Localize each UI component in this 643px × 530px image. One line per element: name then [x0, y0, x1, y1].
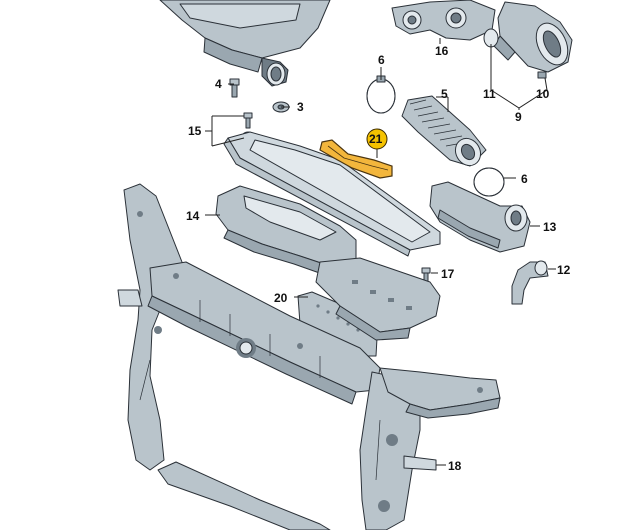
- callout-14: 14: [186, 209, 200, 223]
- bolt-4[interactable]: [229, 78, 240, 98]
- callout-5: 5: [441, 87, 448, 101]
- hose-12[interactable]: [511, 260, 549, 305]
- air-duct-13[interactable]: [429, 181, 531, 253]
- callout-13: 13: [543, 220, 557, 234]
- air-filter-housing[interactable]: [159, 0, 331, 87]
- lock-carrier-18[interactable]: [117, 183, 501, 530]
- callout-9: 9: [515, 110, 522, 124]
- intake-pipe-9[interactable]: [493, 1, 574, 73]
- hose-clamp-6-upper[interactable]: [366, 75, 396, 114]
- callout-10: 10: [536, 87, 550, 101]
- bolt-15-a[interactable]: [243, 112, 253, 129]
- callout-12: 12: [557, 263, 571, 277]
- air-guide-cover[interactable]: [223, 131, 441, 257]
- air-intake-duct-14[interactable]: [215, 185, 357, 277]
- callout-labels: 4 3 6 5 16 11 10 9 15 6 14 13 12 17 20 1…: [186, 44, 571, 473]
- callout-18: 18: [448, 459, 462, 473]
- lower-air-guide[interactable]: [315, 257, 441, 341]
- bolt-17[interactable]: [421, 267, 431, 284]
- callout-4: 4: [215, 77, 222, 91]
- callout-17: 17: [441, 267, 455, 281]
- callout-6-upper: 6: [378, 53, 385, 67]
- callout-21: 21: [369, 132, 383, 146]
- hose-clamp-6-lower[interactable]: [473, 167, 505, 197]
- clip-10[interactable]: [537, 71, 547, 79]
- corrugated-hose-5[interactable]: [401, 95, 487, 170]
- callout-20: 20: [274, 291, 288, 305]
- callout-6-lower: 6: [521, 172, 528, 186]
- callout-3: 3: [297, 100, 304, 114]
- leader-lines: [205, 38, 556, 466]
- intake-component-16[interactable]: [391, 0, 496, 41]
- callout-15: 15: [188, 124, 202, 138]
- callout-16: 16: [435, 44, 449, 58]
- seal-strip-21[interactable]: [319, 139, 393, 179]
- callout-21-badge[interactable]: 21: [366, 128, 388, 150]
- callout-11: 11: [483, 87, 496, 101]
